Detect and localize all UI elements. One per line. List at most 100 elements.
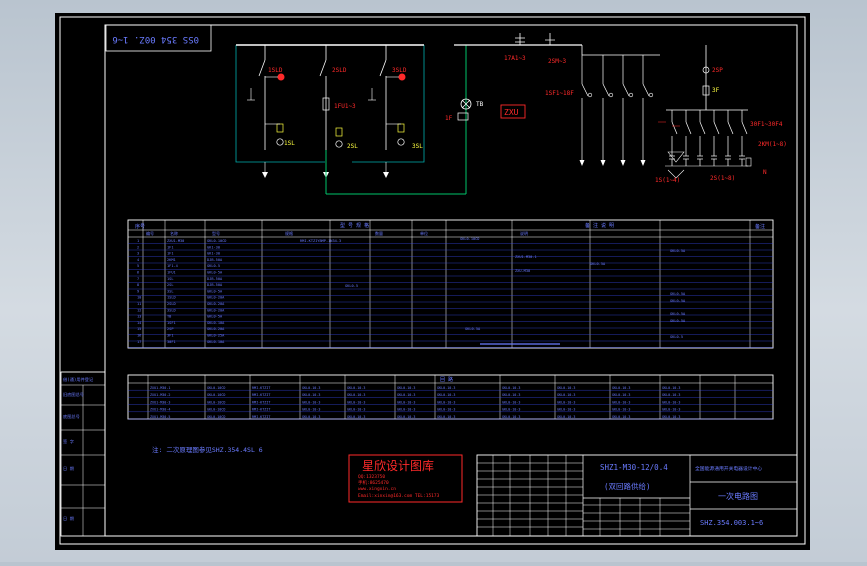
circuit-cell: GKL0-10-3 — [347, 415, 365, 419]
circuit-cell: RMI-KTZIT — [252, 386, 270, 390]
circuit-cell: GKL0-10-3 — [612, 400, 630, 404]
label-1sld: 1SLD — [268, 67, 283, 74]
row-number: 1 — [137, 239, 139, 243]
row-spec: DJB-50A — [207, 258, 223, 262]
switch-blade — [379, 59, 387, 77]
side-label: 旧底图总号 — [63, 391, 84, 398]
row-spec: GK1-30 — [207, 252, 220, 256]
indicator-lamp — [277, 73, 285, 81]
row-spec: DJB-50A — [207, 283, 223, 287]
label-1s: 1S(1~4) — [655, 177, 680, 184]
circuit-cell: GKL0-10-3 — [662, 386, 680, 390]
circuit-cell: GKL0-10CD — [207, 386, 225, 390]
arrow-head — [579, 160, 585, 166]
tb-drawing-no: SHZ.354.003.1~6 — [700, 519, 763, 527]
terminal — [745, 157, 752, 167]
switch-contact — [648, 92, 654, 98]
row-spec: GKL0-5A — [207, 315, 223, 319]
circuit-cell: GKL0-10-3 — [557, 393, 575, 397]
arrow-head — [640, 160, 646, 166]
circuit-cell: GKL0-10-3 — [302, 393, 320, 397]
row-number: 9 — [137, 289, 139, 293]
side-label: 借(通)用件登记 — [63, 376, 94, 383]
circuit-cell: GKL0-10-3 — [662, 408, 680, 412]
row-code: 2SLD — [167, 302, 176, 306]
circuit-cell: GKL0-10-3 — [347, 393, 365, 397]
arrow-head — [262, 172, 268, 178]
row-spec: DJB-50A — [207, 277, 223, 281]
circuit-cell: GKL0-10-3 — [302, 386, 320, 390]
switch-blade — [258, 59, 266, 77]
row-code: 1SLD — [167, 296, 176, 300]
stamp-title: 星欣设计图库 — [362, 458, 434, 473]
stamp-line-2: 手机:8625470 — [358, 479, 389, 486]
row-spec: GKL0-10A — [207, 340, 225, 344]
row-code: 1FU1 — [167, 271, 176, 275]
triangle-symbol — [667, 151, 685, 163]
circuit-cell: RMI-KTZIT — [252, 400, 270, 404]
circuit-cell: GKL0-10-3 — [557, 400, 575, 404]
zxu-label: ZXU — [504, 108, 519, 117]
label-1sl: 1SL — [284, 140, 295, 147]
label-30f: 30F1~30F4 — [750, 121, 783, 128]
stamp-line-4: Email:xinxin@163.com TEL:15173 — [358, 493, 440, 499]
breaker-blade — [685, 121, 692, 135]
upper-header-group2: 备 注 说 明 — [585, 222, 614, 229]
row-number: 14 — [137, 321, 141, 325]
circuit-cell: GKL0-10-3 — [502, 408, 520, 412]
circuit-cell: GKL0-10-3 — [437, 386, 455, 390]
circuit-cell: GKL0-10-3 — [302, 400, 320, 404]
label-2sl: 2SL — [347, 143, 358, 150]
circuit-cell: GKL0-10-3 — [437, 415, 455, 419]
circuit-cell: RMI-KTZIT — [252, 415, 270, 419]
label-3sld: 3SLD — [392, 67, 407, 74]
side-label: 日 期 — [63, 516, 74, 522]
breaker-blade — [699, 121, 706, 135]
breaker-blade — [671, 121, 678, 135]
label-17a: 17A1~3 — [504, 55, 526, 62]
circuit-cell: GKL0-10CD — [207, 393, 225, 397]
side-label: 底图总号 — [63, 413, 80, 420]
row-number: 6 — [137, 271, 139, 275]
triangle-symbol — [667, 169, 685, 179]
row-code: 3SLD — [167, 308, 176, 312]
row-number: 3 — [137, 252, 139, 256]
label-2s: 2S(1~8) — [710, 175, 735, 182]
label-1sf: 1SF1~18F — [545, 90, 574, 97]
upper-header-note: 备注 — [755, 223, 765, 230]
circuit-cell: GKL0-10-3 — [557, 415, 575, 419]
breaker-blade — [713, 121, 720, 135]
arrow-head — [620, 160, 626, 166]
feeder-switch — [581, 83, 589, 97]
table-entry: ZXU-M30 — [515, 269, 530, 273]
row-number: 13 — [137, 315, 141, 319]
row-number: 10 — [137, 296, 141, 300]
row-code: 3F1 — [167, 334, 174, 338]
column-head: 说明 — [520, 230, 528, 236]
row-spec: GKL0-5 — [207, 264, 220, 268]
row-number: 4 — [137, 258, 139, 262]
circuit-cell: GKL0-10-3 — [397, 393, 415, 397]
circuit-cell: GKL0-10-3 — [612, 393, 630, 397]
label-2km: 2KM(1~8) — [758, 141, 787, 148]
table-entry: GKL0-5A — [670, 319, 686, 323]
circuit-cell: GKL0-10-3 — [502, 415, 520, 419]
table-entry: GKL0-10CD — [460, 237, 479, 241]
circuit-cell: GKL0-10-3 — [347, 400, 365, 404]
switch-contact — [587, 92, 593, 98]
outer-frame — [59, 16, 806, 545]
top-code-box — [105, 24, 212, 52]
row-spec: GKL0-20A — [207, 327, 225, 331]
row-code: 1SF1 — [167, 321, 176, 325]
row-spec: GKL0-20A — [207, 296, 225, 300]
row-spec: GKL0-5A — [207, 271, 223, 275]
designer-stamp: 星欣设计图库 QQ:1323750 手机:8625470 www.xingxin… — [348, 454, 463, 503]
column-head: 单位 — [420, 230, 428, 236]
right-schematic: 17A1~3 2SM~3 1SF1~18F 2SP 3F 30F1~30F4 2… — [504, 33, 787, 184]
circuit-cell: ZXU1-M30-5 — [150, 415, 170, 419]
row-spec: GKL0-10CD — [207, 239, 226, 243]
label-n: N — [763, 169, 767, 176]
breaker-blade — [727, 121, 734, 135]
row-spec: GKL0-25A — [207, 334, 225, 338]
